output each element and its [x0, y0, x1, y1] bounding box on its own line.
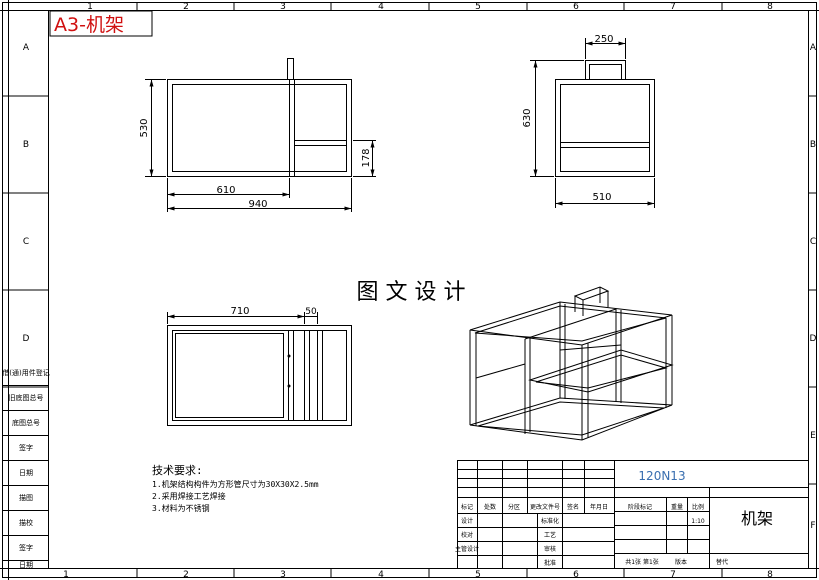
tb-count: 处数: [484, 503, 496, 511]
notes-line-3: 3.材料为不锈钢: [152, 503, 210, 513]
notes-line-2: 2.采用焊接工艺焊接: [152, 491, 226, 501]
center-watermark: 图 文 设 计: [357, 280, 466, 305]
tb-sign: 签名: [567, 503, 579, 511]
side-view: [530, 38, 655, 208]
dim-front-width-partial: 610: [216, 185, 235, 196]
tb-edition: 版本: [675, 558, 687, 566]
tb-process: 工艺: [544, 531, 556, 539]
dim-front-shelf-height: 178: [361, 148, 372, 167]
tb-zone: 分区: [508, 503, 520, 511]
tb-standard: 标准化: [541, 517, 559, 525]
col-marker-bottom-3: 3: [280, 570, 286, 580]
row-marker-right-c: C: [810, 237, 816, 247]
title-tag-box: [49, 10, 153, 37]
col-marker-bottom-2: 2: [183, 570, 189, 580]
tb-design: 设计: [461, 517, 473, 525]
col-marker-3: 3: [280, 2, 286, 12]
strip-label-5: 日期: [19, 469, 33, 477]
drawing-number: 120N13: [638, 469, 685, 483]
tb-chief: 主管设计: [455, 545, 479, 553]
row-marker-right-f: F: [810, 521, 815, 531]
left-signature-strip: [2, 385, 48, 561]
tb-sheets: 共1张 第1张: [625, 558, 659, 566]
col-marker-bottom-8: 8: [767, 570, 773, 580]
row-marker-right-e: E: [810, 431, 816, 441]
row-marker-right-d: D: [810, 334, 817, 344]
row-marker-d: D: [23, 334, 30, 344]
col-marker-7: 7: [670, 2, 676, 12]
column-ticks: [136, 2, 723, 578]
front-view: [145, 58, 376, 212]
col-marker-8: 8: [767, 2, 773, 12]
tb-weight: 重量: [671, 503, 683, 511]
tb-scale-label: 比例: [692, 503, 704, 511]
strip-label-2: 旧底图总号: [9, 393, 44, 402]
strip-label-8: 签字: [19, 543, 33, 552]
strip-label-3: 底图总号: [12, 418, 40, 427]
part-name: 机架: [741, 509, 773, 528]
row-ticks: [2, 95, 817, 485]
col-marker-bottom-4: 4: [378, 570, 384, 580]
tb-mark: 标记: [461, 503, 473, 511]
col-marker-bottom-5: 5: [475, 570, 481, 580]
col-marker-1: 1: [87, 2, 93, 12]
strip-label-4: 签字: [19, 443, 33, 452]
sheet-title-tag: A3-机架: [54, 14, 124, 36]
col-marker-bottom-7: 7: [670, 570, 676, 580]
row-marker-right-b: B: [810, 140, 816, 150]
tb-date: 年月日: [590, 503, 608, 511]
tb-replace: 替代: [716, 558, 728, 566]
notes-heading: 技术要求:: [152, 464, 203, 477]
row-marker-a: A: [23, 43, 30, 53]
col-marker-bottom-6: 6: [573, 570, 579, 580]
dim-side-top-width: 250: [594, 34, 613, 45]
col-marker-4: 4: [378, 2, 384, 12]
col-marker-bottom-1: 1: [63, 570, 69, 580]
title-block: [457, 460, 809, 569]
dim-front-height: 530: [139, 118, 150, 137]
strip-label-9: 日期: [19, 561, 33, 569]
tb-change-doc: 更改文件号: [530, 503, 560, 511]
strip-label-6: 描图: [19, 493, 33, 502]
strip-label-1: 借(通)用件登记: [2, 368, 49, 377]
tb-check: 校对: [461, 531, 473, 539]
col-marker-6: 6: [573, 2, 579, 12]
row-marker-c: C: [23, 237, 29, 247]
tb-review: 审核: [544, 545, 556, 553]
top-view: [167, 312, 352, 426]
col-marker-2: 2: [183, 2, 189, 12]
notes-line-1: 1.机架结构构件为方形管尺寸为30X30X2.5mm: [152, 479, 319, 489]
strip-label-7: 描校: [19, 518, 33, 527]
dim-side-height: 630: [522, 108, 533, 127]
row-marker-b: B: [23, 140, 29, 150]
dim-top-small: 50: [305, 307, 317, 317]
dim-top-width-partial: 710: [230, 306, 249, 317]
col-marker-5: 5: [475, 2, 481, 12]
tb-scale-value: 1:10: [691, 518, 705, 525]
dim-side-width: 510: [592, 192, 611, 203]
isometric-view: [469, 286, 674, 441]
tb-approve: 批准: [544, 559, 556, 567]
tb-stage-mark: 阶段标记: [628, 503, 652, 511]
row-marker-right-a: A: [810, 43, 817, 53]
dim-front-width-total: 940: [248, 199, 267, 210]
